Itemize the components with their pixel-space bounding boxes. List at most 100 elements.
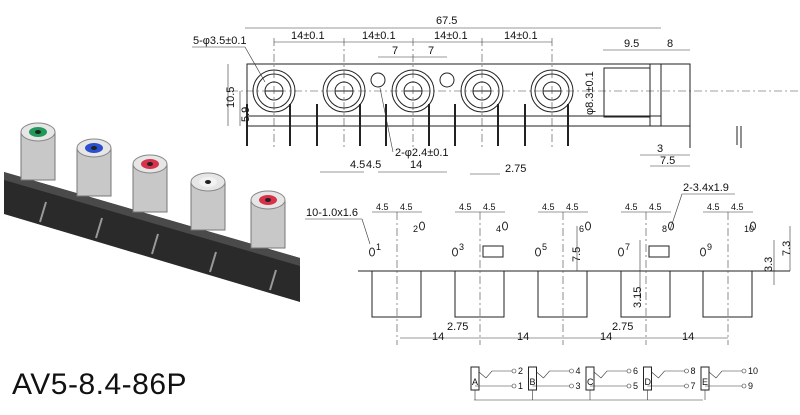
dim-pin-offset: 3 <box>657 143 663 155</box>
jack-outline <box>530 38 574 150</box>
jack-outline <box>391 38 435 150</box>
dim-depth-body: 8 <box>667 38 673 50</box>
dim-pitch-b: 14 <box>517 331 529 343</box>
dim-height: 10.5 <box>225 87 237 108</box>
mount-hole-spec: 2-φ2.4±0.1 <box>395 147 449 159</box>
pin-hole-spec: 10-1.0x1.6 <box>306 207 358 219</box>
dim-depth-front: 9.5 <box>624 38 639 50</box>
pin-number: 8 <box>662 224 667 234</box>
dim-diameter: φ8.3±0.1 <box>584 71 596 115</box>
rca-jack-photo <box>190 172 226 273</box>
terminal-number: 1 <box>518 381 523 391</box>
terminal-number: 5 <box>633 381 638 391</box>
pin-hole <box>618 247 624 257</box>
rca-jack-photo <box>250 190 286 291</box>
pin-number: 2 <box>413 224 418 234</box>
pin-number: 3 <box>459 242 464 252</box>
dim-pin-spacing-1: 4.5 <box>350 159 365 171</box>
pin-hole <box>585 221 591 231</box>
pin-number: 9 <box>707 242 712 252</box>
pin-number: 6 <box>579 224 584 234</box>
terminal-number: 6 <box>633 366 638 376</box>
dim-slot-to-edge: 3.15 <box>632 287 644 308</box>
dim-spacing: 4.5 <box>731 202 744 212</box>
jack-outline <box>322 38 366 150</box>
side-view: 9.5 8 φ8.3±0.1 3 7.5 <box>584 38 742 167</box>
switch-label: E <box>702 377 708 387</box>
dim-mount-span: 14 <box>410 159 422 171</box>
dim-half-pitch-2: 7 <box>428 45 434 57</box>
switch-contact <box>593 370 627 379</box>
terminal-number: 10 <box>748 366 758 376</box>
terminal-number: 8 <box>691 366 696 376</box>
rca-jack-photo <box>20 122 56 223</box>
jack-outline <box>371 270 422 318</box>
slot <box>482 245 504 258</box>
jack-outline <box>702 270 753 318</box>
product-photo <box>4 122 300 302</box>
switch-contact <box>651 370 685 379</box>
pin-hole <box>750 221 756 231</box>
pin-hole <box>700 247 706 257</box>
jack-outline <box>620 270 671 318</box>
pin-number: 10 <box>744 224 754 234</box>
slot <box>648 245 670 258</box>
slot-spec: 2-3.4x1.9 <box>683 182 729 194</box>
terminal-number: 7 <box>691 381 696 391</box>
dim-edge-to-even: 7.3 <box>781 241 793 256</box>
dim-spacing: 4.5 <box>566 202 579 212</box>
dim-pitch-c: 14 <box>600 331 612 343</box>
dim-pitch-4: 14±0.1 <box>504 30 538 42</box>
hole-spec: 5-φ3.5±0.1 <box>193 35 247 47</box>
dim-spacing: 4.5 <box>707 202 720 212</box>
dim-pin-spacing-2: 4.5 <box>366 159 381 171</box>
dim-spacing: 4.5 <box>483 202 496 212</box>
pin-hole <box>502 221 508 231</box>
switch-contact <box>478 370 512 379</box>
terminal-number: 9 <box>748 381 753 391</box>
dim-pin-depth: 7.5 <box>660 155 675 167</box>
dim-pitch-a: 14 <box>432 331 444 343</box>
pin-number: 1 <box>376 242 381 252</box>
switch-label: C <box>587 377 594 387</box>
jack-outline <box>454 270 505 318</box>
pin-hole <box>668 221 674 231</box>
pin-hole <box>535 247 541 257</box>
terminal-number: 3 <box>576 381 581 391</box>
switch-label: D <box>645 377 652 387</box>
dim-offset: 2.75 <box>505 163 526 175</box>
dim-pitch-2: 14±0.1 <box>362 30 396 42</box>
pin-hole <box>452 247 458 257</box>
dim-spacing: 4.5 <box>459 202 472 212</box>
dim-overall-width: 67.5 <box>436 15 457 27</box>
rca-jack-photo <box>132 154 168 255</box>
dim-spacing: 4.5 <box>625 202 638 212</box>
jack-outline <box>252 38 296 150</box>
part-number-title: AV5-8.4-86P <box>12 368 188 401</box>
dim-slot-offset-1: 2.75 <box>447 321 468 333</box>
dim-pitch-d: 14 <box>682 331 694 343</box>
jack-outline <box>460 38 504 150</box>
switch-contact <box>536 370 570 379</box>
terminal-number: 2 <box>518 366 523 376</box>
dim-edge-to-odd: 3.3 <box>763 257 775 272</box>
switch-label: B <box>530 377 536 387</box>
dim-pitch-3: 14±0.1 <box>434 30 468 42</box>
dim-spacing: 4.5 <box>376 202 389 212</box>
pin-number: 7 <box>625 242 630 252</box>
switch-contact <box>708 370 742 379</box>
front-view: 67.5 14±0.1 14±0.1 14±0.1 14±0.1 7 7 5-φ… <box>192 15 800 175</box>
pin-hole <box>419 221 425 231</box>
dim-spacing: 4.5 <box>542 202 555 212</box>
dim-spacing: 4.5 <box>649 202 662 212</box>
jack-outline <box>537 270 588 318</box>
pin-hole <box>369 247 375 257</box>
dim-spacing: 4.5 <box>400 202 413 212</box>
rca-jack-photo <box>76 138 112 239</box>
pin-number: 5 <box>542 242 547 252</box>
terminal-number: 4 <box>576 366 581 376</box>
dim-half-pitch-1: 7 <box>392 45 398 57</box>
dim-slot-offset-2: 2.75 <box>612 321 633 333</box>
